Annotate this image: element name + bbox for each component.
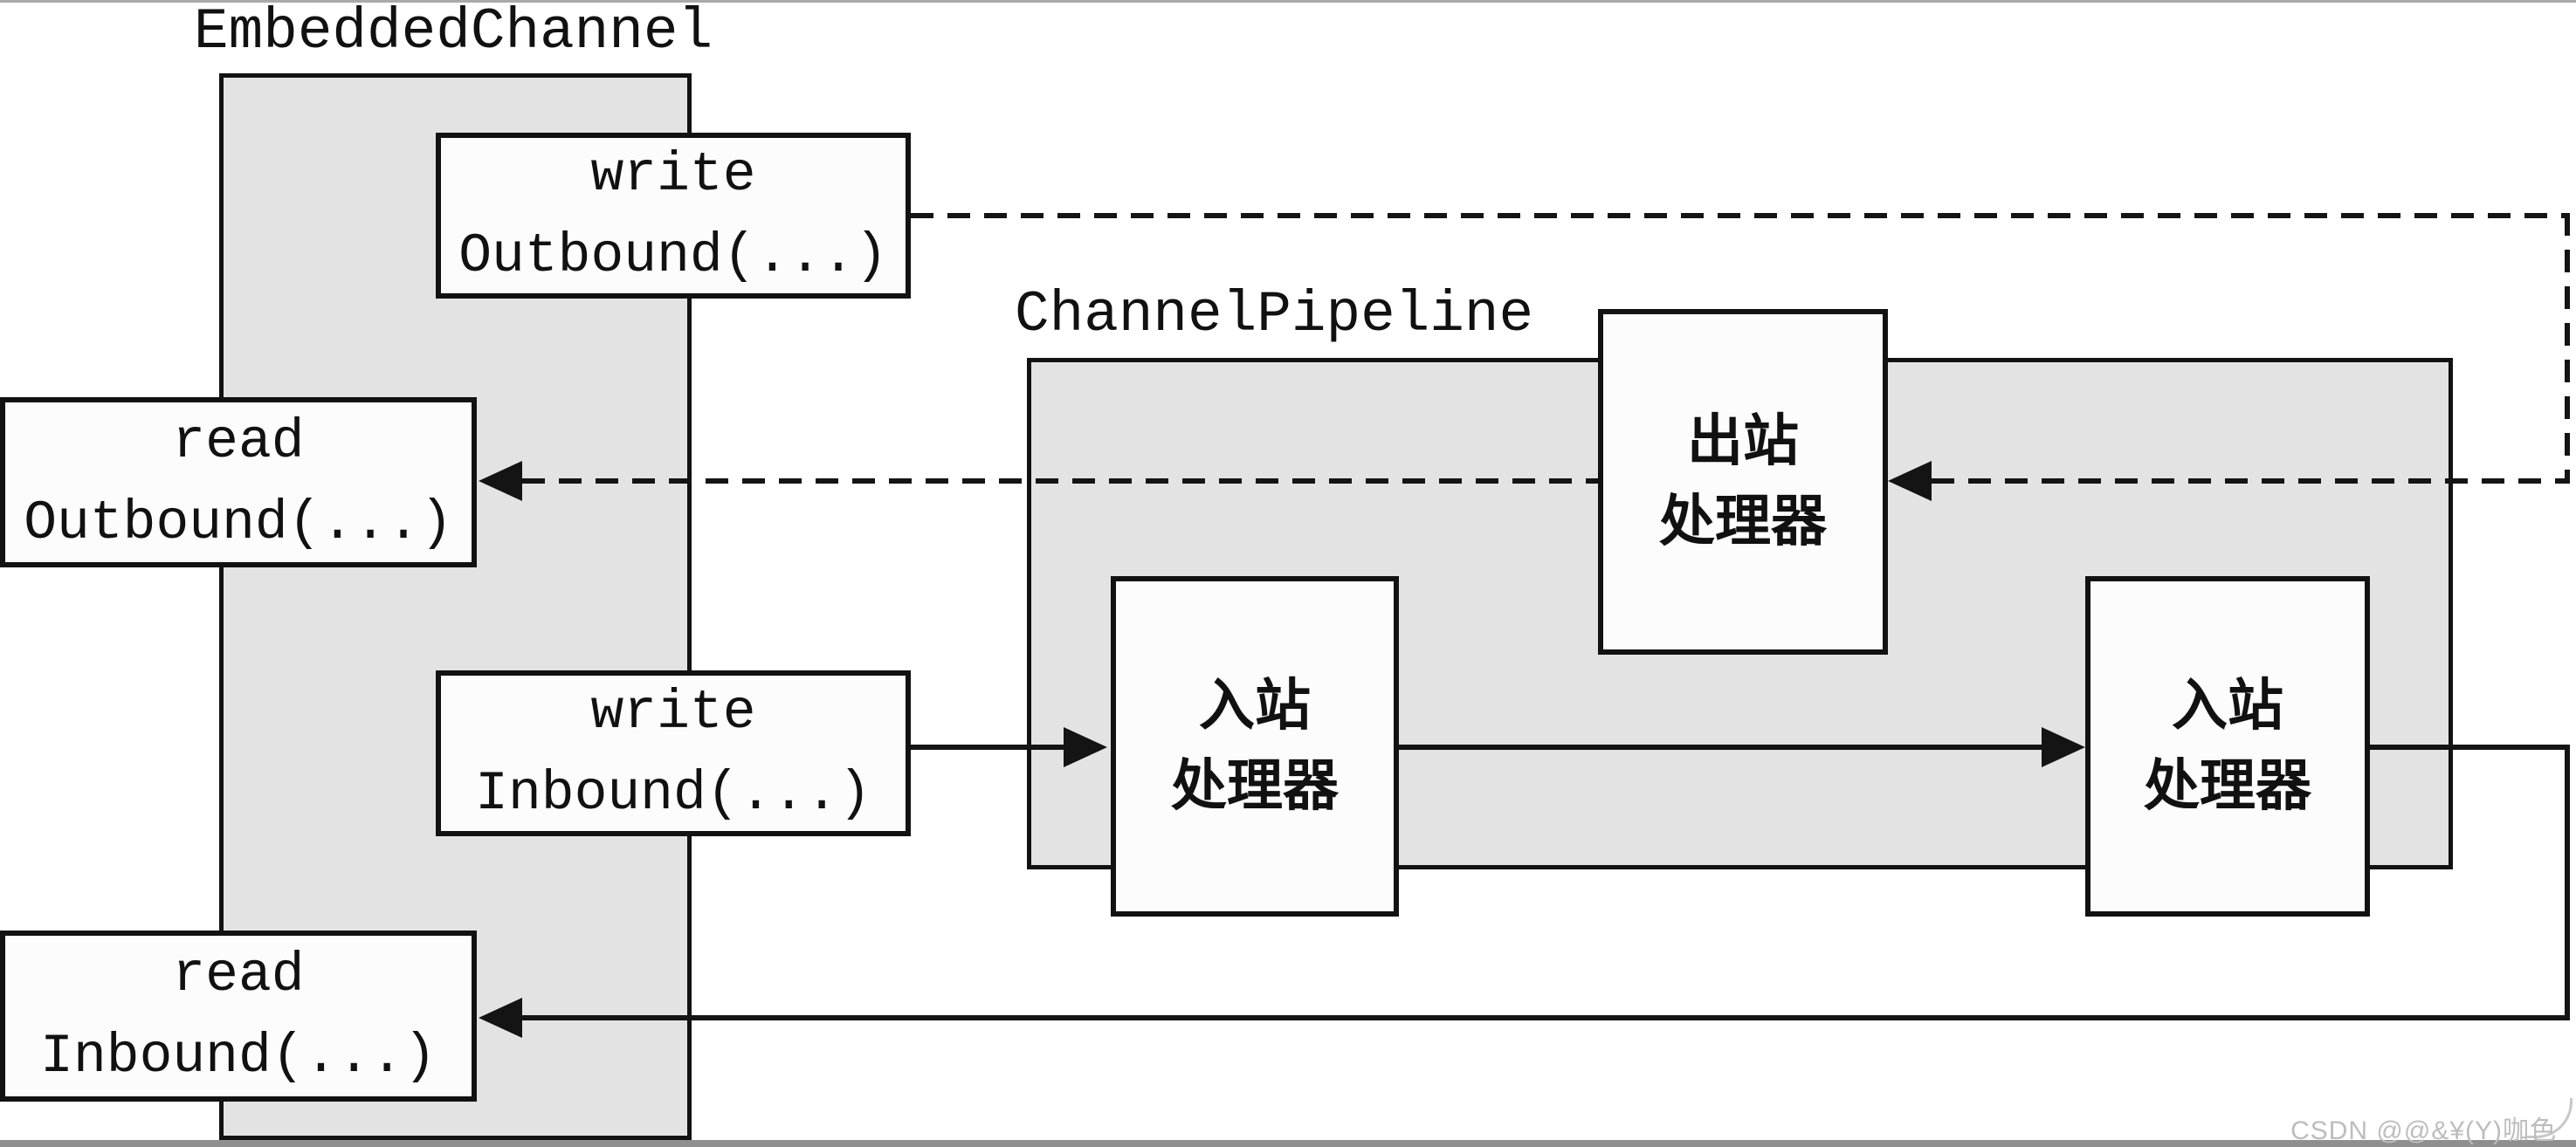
arrowhead-into-read-outbound <box>479 461 522 501</box>
top-border-line <box>0 0 2576 3</box>
inbound-return-bottom-line <box>515 1015 2570 1020</box>
read-inbound-line2: Inbound(...) <box>40 1026 437 1088</box>
read-outbound-line1: read <box>172 410 305 473</box>
write-inbound-box: write Inbound(...) <box>436 670 911 836</box>
write-outbound-line2: Outbound(...) <box>458 225 888 287</box>
outbound-dashed-to-read-line <box>522 478 1598 484</box>
inbound-handler-box-2: 入站 处理器 <box>2085 576 2370 917</box>
inbound-handler-box-1: 入站 处理器 <box>1111 576 1399 917</box>
outbound-dashed-to-handler-line <box>1932 478 2570 484</box>
channel-pipeline-label: ChannelPipeline <box>1015 282 1534 347</box>
arrowhead-into-outbound-handler <box>1888 461 1932 501</box>
inbound-return-right-line <box>2565 745 2570 1020</box>
inbound-handler1-line2: 处理器 <box>1171 755 1339 817</box>
csdn-watermark: CSDN @@&¥(Y)咖色 <box>2290 1116 2557 1145</box>
inbound-handler2-line2: 处理器 <box>2144 755 2311 817</box>
bottom-border-bar <box>0 1140 2576 1147</box>
outbound-handler-box: 出站 处理器 <box>1598 309 1888 655</box>
write-inbound-line1: write <box>590 682 756 744</box>
read-outbound-box: read Outbound(...) <box>0 397 477 567</box>
inbound-handler1-line1: 入站 <box>1199 675 1311 737</box>
write-inbound-line2: Inbound(...) <box>475 763 871 825</box>
write-outbound-line1: write <box>590 144 756 206</box>
write-outbound-box: write Outbound(...) <box>436 133 911 299</box>
inbound-line-handler2-to-right <box>2370 745 2570 750</box>
outbound-handler-line1: 出站 <box>1687 410 1799 472</box>
read-inbound-line1: read <box>172 944 305 1006</box>
embedded-channel-label: EmbeddedChannel <box>194 0 713 65</box>
arrowhead-into-read-inbound <box>479 998 522 1038</box>
arrowhead-into-inbound-handler1 <box>1064 727 1107 767</box>
inbound-line-write-to-handler1 <box>911 745 1068 750</box>
read-outbound-line2: Outbound(...) <box>24 491 453 554</box>
outbound-dashed-top-line <box>911 213 2570 218</box>
read-inbound-box: read Inbound(...) <box>0 931 477 1102</box>
outbound-handler-line2: 处理器 <box>1659 491 1827 553</box>
arrowhead-into-inbound-handler2 <box>2042 727 2085 767</box>
outbound-dashed-right-line <box>2565 213 2570 484</box>
inbound-handler2-line1: 入站 <box>2172 675 2283 737</box>
inbound-line-handler1-to-handler2 <box>1397 745 2045 750</box>
